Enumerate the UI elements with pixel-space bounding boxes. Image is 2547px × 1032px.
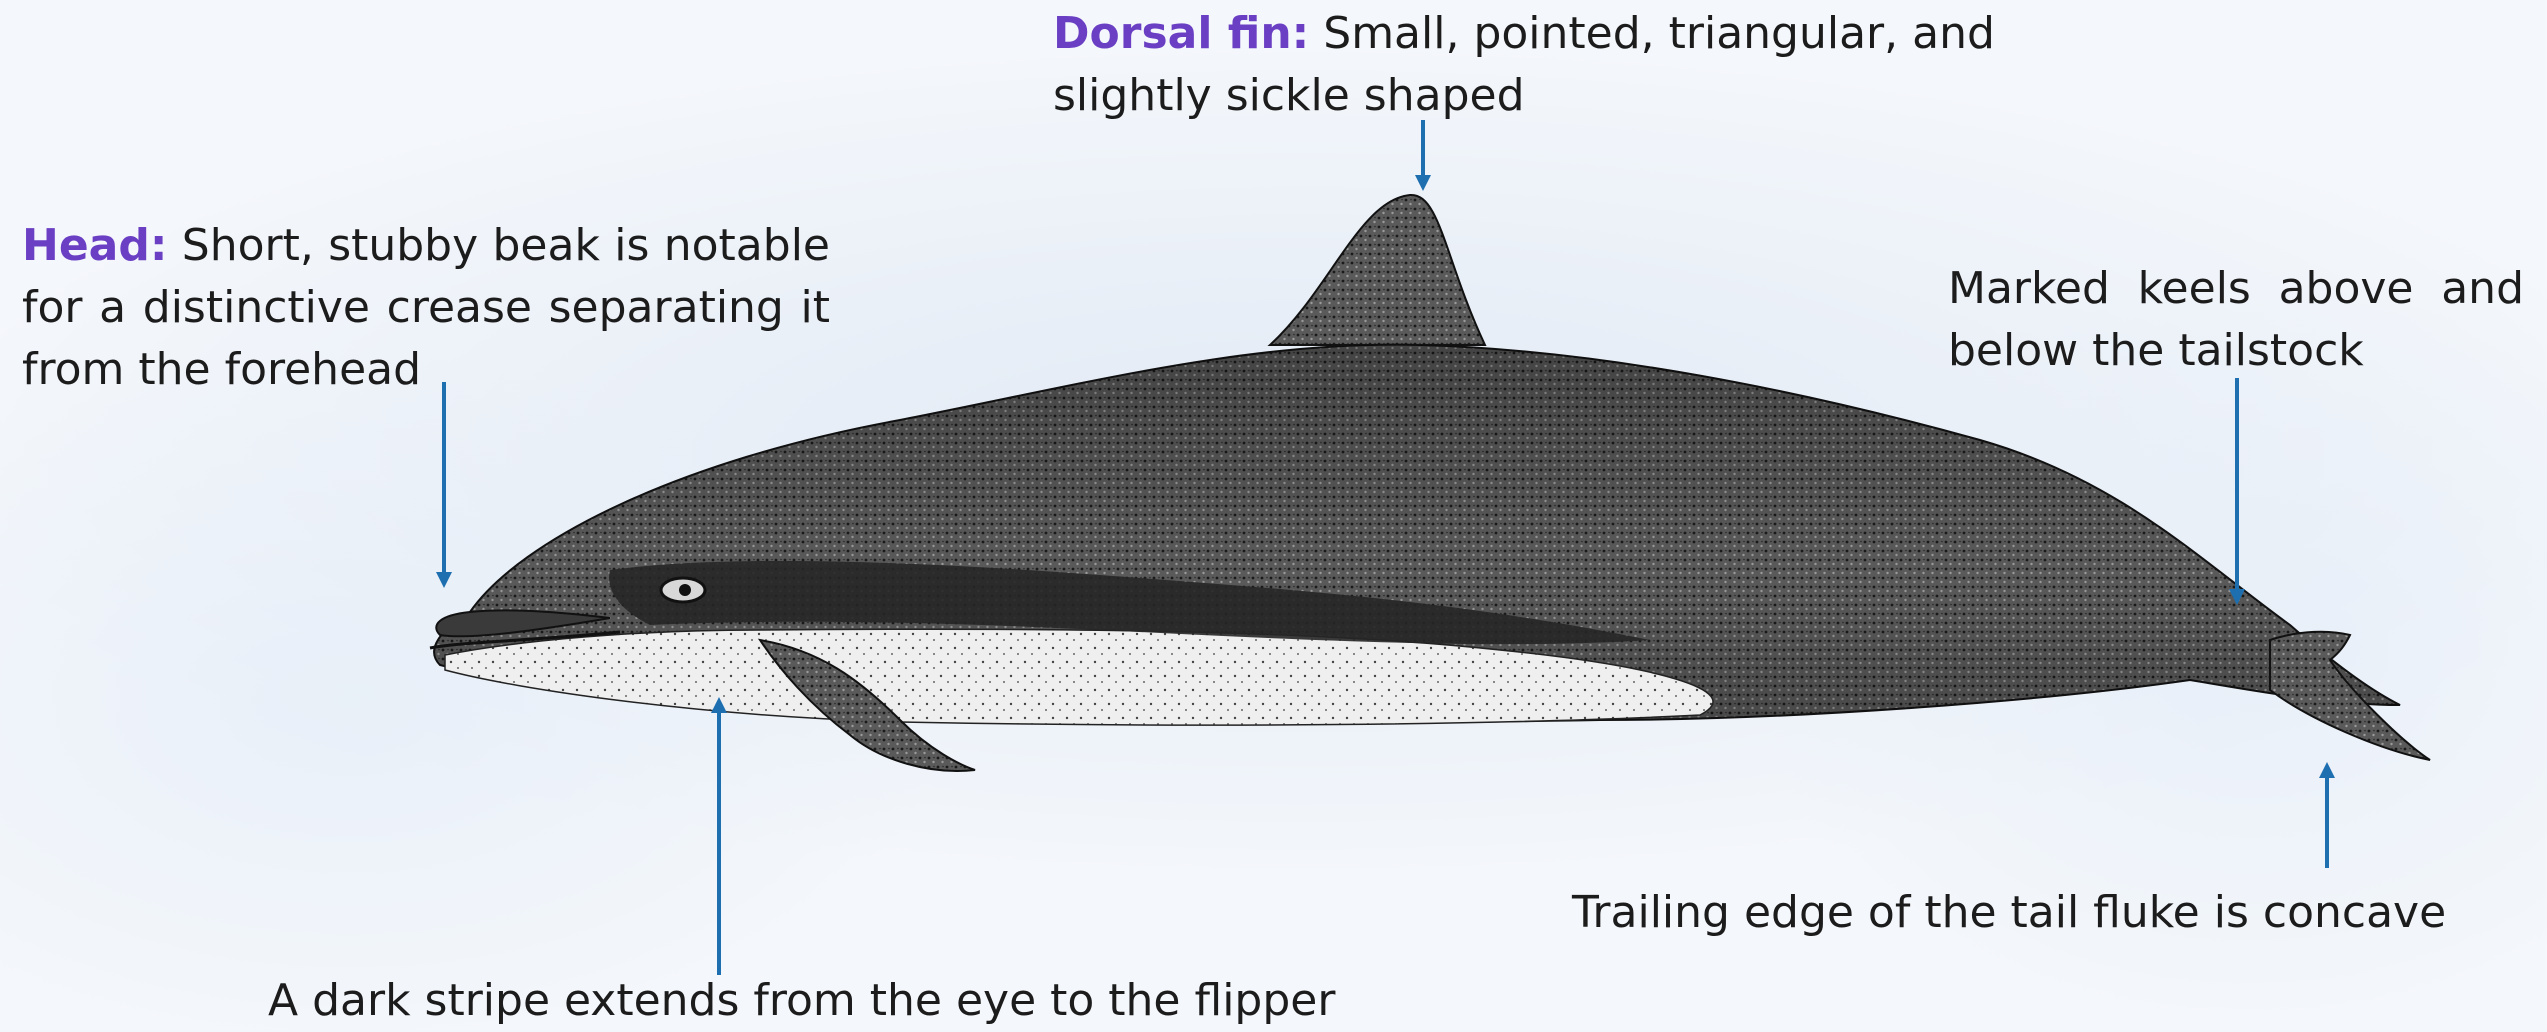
head-annotation: Head: Short, stubby beak is notable for … — [22, 215, 830, 401]
keels-line1: Marked keels above and — [1948, 263, 2524, 314]
keels-line2: below the tailstock — [1948, 320, 2524, 382]
dorsal-fin-annotation: Dorsal fin: Small, pointed, triangular, … — [1053, 3, 2013, 127]
dorsal-key: Dorsal fin: — [1053, 8, 1309, 59]
tail-fluke-shape — [2270, 632, 2430, 760]
keels-arrow — [2229, 378, 2245, 605]
fluke-annotation: Trailing edge of the tail fluke is conca… — [1572, 882, 2532, 944]
dorsal-fin-shape — [1270, 195, 1485, 345]
stripe-arrow — [711, 697, 727, 975]
keels-annotation: Marked keels above and below the tailstoc… — [1948, 258, 2524, 382]
dorsal-arrow — [1415, 120, 1431, 191]
fluke-arrow — [2319, 762, 2335, 868]
head-key: Head: — [22, 220, 167, 271]
head-arrow — [436, 382, 452, 588]
stripe-annotation: A dark stripe extends from the eye to th… — [268, 970, 1468, 1032]
